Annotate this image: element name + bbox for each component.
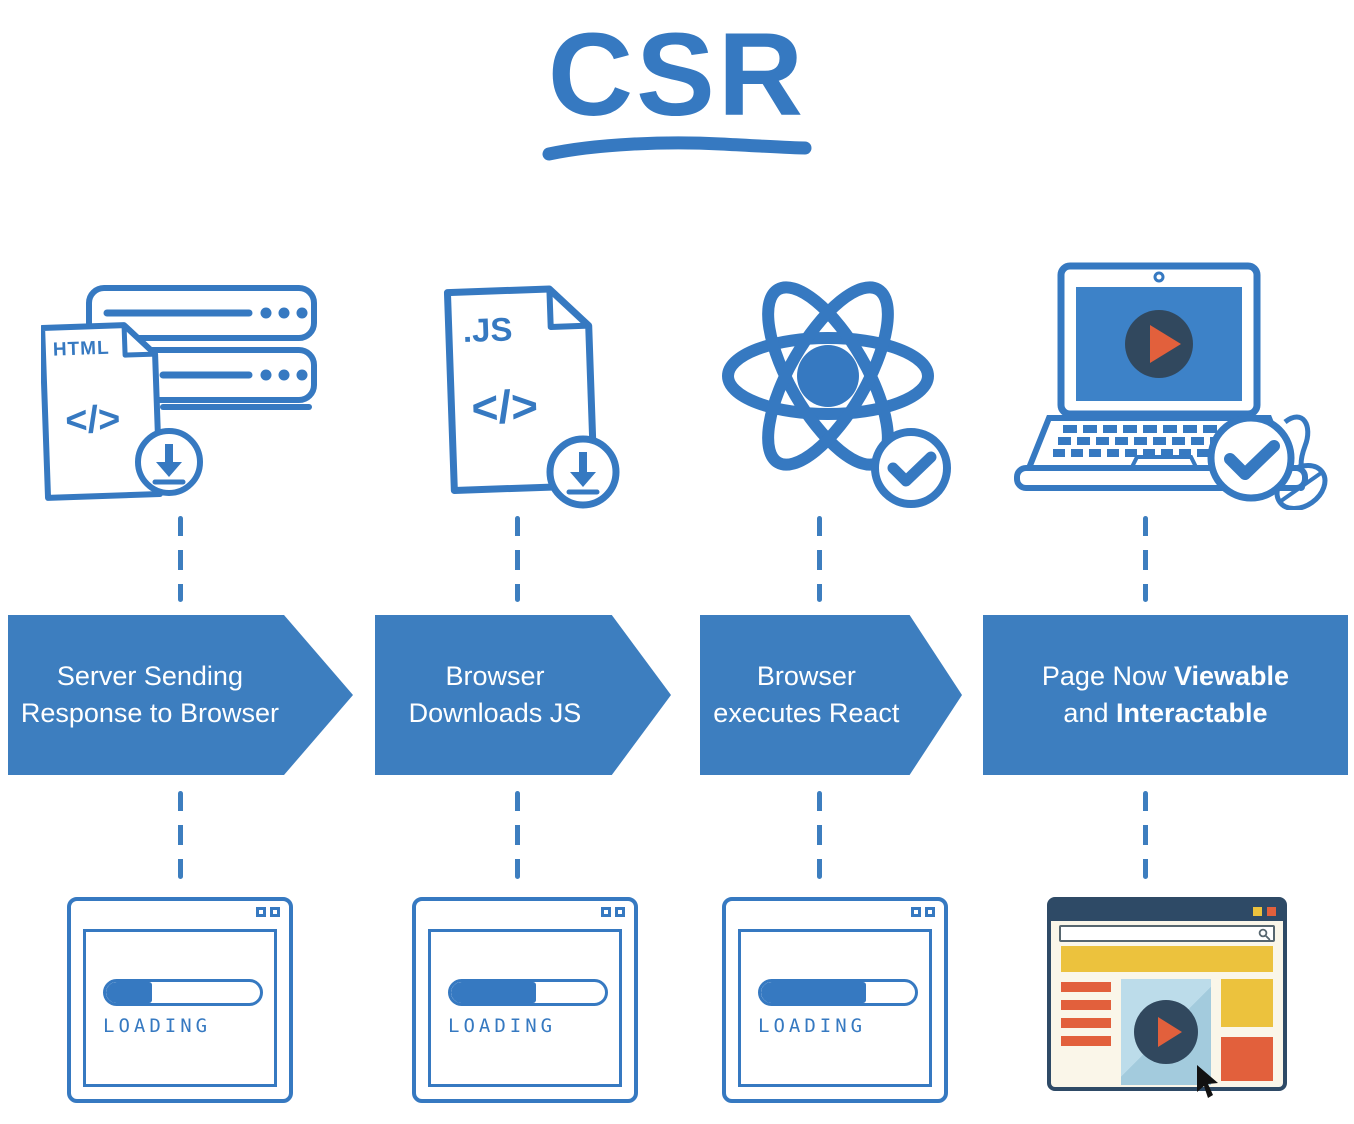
header: CSR	[0, 0, 1354, 200]
check-icon	[870, 428, 951, 508]
dashed-connector	[177, 516, 183, 602]
step-column-page-ready: Page Now Viewable and Interactable	[980, 200, 1354, 1124]
window-button-icon	[1267, 906, 1276, 916]
progress-bar	[103, 979, 263, 1006]
loading-label: LOADING	[758, 1015, 867, 1037]
content-block-orange	[1221, 1037, 1273, 1081]
banner-line: Page Now Viewable	[1041, 660, 1290, 691]
title-underline	[542, 136, 812, 161]
loading-browser-window: LOADING	[722, 897, 948, 1103]
step-banner-executes-react: Browser executes React	[700, 615, 962, 775]
banner-line: Response to Browser	[20, 698, 279, 728]
banner-line: Browser	[445, 660, 545, 691]
loading-label: LOADING	[448, 1015, 557, 1037]
dashed-connector	[177, 791, 183, 879]
window-button-icon	[925, 907, 935, 917]
code-glyph: </>	[65, 398, 121, 442]
react-logo-check-icon	[690, 200, 980, 510]
page-title-bar	[1051, 901, 1283, 921]
banner-line: Downloads JS	[408, 698, 582, 728]
check-icon	[1207, 414, 1295, 502]
banner-line: executes React	[713, 698, 900, 728]
progress-fill	[451, 982, 536, 1003]
hero-banner-block	[1061, 946, 1273, 972]
video-block	[1121, 979, 1218, 1098]
dashed-connector	[514, 791, 520, 879]
search-icon	[1258, 928, 1271, 941]
banner-line: Server Sending	[56, 660, 243, 691]
page-fold	[121, 325, 156, 358]
window-button-icon	[256, 907, 266, 917]
window-button-icon	[911, 907, 921, 917]
menu-line	[1061, 982, 1111, 992]
search-bar	[1059, 925, 1275, 942]
js-file-download-icon: .JS </>	[360, 200, 690, 510]
react-orbit	[721, 332, 934, 420]
window-button-icon	[1253, 906, 1262, 916]
server-html-file-download-icon: HTML </>	[0, 200, 360, 510]
react-nucleus	[796, 345, 859, 407]
js-file	[443, 285, 598, 494]
step-banner-page-ready: Page Now Viewable and Interactable	[983, 615, 1348, 775]
js-file-label: .JS	[462, 310, 513, 349]
progress-bar	[448, 979, 608, 1006]
menu-line	[1061, 1036, 1111, 1046]
window-button-icon	[601, 907, 611, 917]
dashed-connector	[514, 516, 520, 602]
dashed-connector	[1142, 791, 1148, 879]
content-block-yellow	[1221, 979, 1273, 1027]
menu-line	[1061, 1018, 1111, 1028]
progress-bar	[758, 979, 918, 1006]
laptop-play-check-mouse-icon	[980, 200, 1354, 510]
play-button-icon	[1134, 1000, 1198, 1064]
webcam-dot	[1153, 271, 1165, 283]
html-file	[41, 322, 163, 501]
step-column-executes-react: Browser executes React LOADING	[690, 200, 980, 1124]
page-fold	[545, 288, 589, 330]
loading-browser-window: LOADING	[67, 897, 293, 1103]
dashed-connector	[816, 791, 822, 879]
code-glyph: </>	[470, 380, 538, 434]
page-title: CSR	[547, 9, 807, 141]
step-column-server-response: HTML </> Server Sending Response to Brow…	[0, 200, 360, 1124]
window-button-icon	[270, 907, 280, 917]
menu-lines	[1061, 979, 1111, 1085]
react-orbit	[761, 281, 894, 471]
window-button-icon	[615, 907, 625, 917]
cursor-icon	[1197, 1065, 1218, 1098]
step-column-downloads-js: .JS </> Browser Downloads JS	[360, 200, 690, 1124]
progress-fill	[106, 982, 153, 1003]
progress-fill	[761, 982, 866, 1003]
steps-row: HTML </> Server Sending Response to Brow…	[0, 200, 1354, 1124]
page-content	[1051, 979, 1283, 1098]
dashed-connector	[1142, 516, 1148, 602]
banner-line: and Interactable	[1063, 698, 1268, 728]
dashed-connector	[816, 516, 822, 602]
html-file-label: HTML	[53, 338, 110, 361]
step-banner-server-response: Server Sending Response to Browser	[8, 615, 353, 775]
rendered-page-window	[1047, 897, 1287, 1098]
step-banner-downloads-js: Browser Downloads JS	[375, 615, 671, 775]
menu-line	[1061, 1000, 1111, 1010]
banner-line: Browser	[756, 660, 856, 691]
loading-label: LOADING	[103, 1015, 212, 1037]
loading-browser-window: LOADING	[412, 897, 638, 1103]
sidebar-blocks	[1221, 979, 1273, 1085]
